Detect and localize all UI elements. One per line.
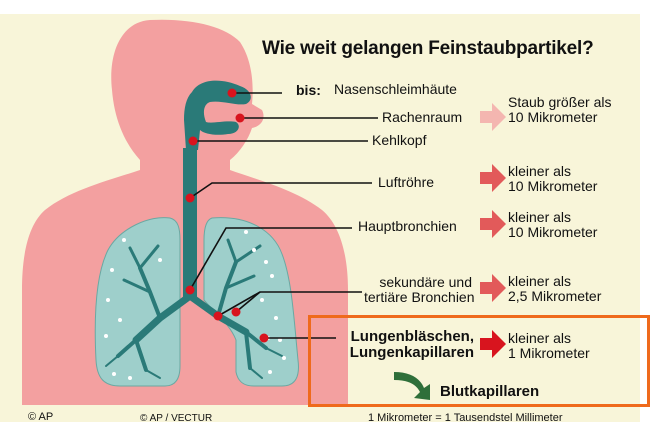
- copyright-ap-vectur: © AP / VECTUR: [140, 413, 212, 424]
- arrow-hauptbronchien: [480, 210, 506, 238]
- result-bronchien-2: 2,5 Mikrometer: [508, 289, 601, 304]
- result-luftroehre-2: 10 Mikrometer: [508, 179, 597, 194]
- copyright-ap: © AP: [28, 411, 53, 423]
- arrow-bronchien: [480, 274, 506, 302]
- label-luftroehre: Luftröhre: [378, 175, 434, 190]
- label-sekundaere-bronchien-1: sekundäre und: [364, 275, 472, 290]
- arrow-rachenraum: [480, 103, 506, 131]
- result-bronchien-1: kleiner als: [508, 274, 571, 289]
- result-rachenraum-2: 10 Mikrometer: [508, 110, 597, 125]
- result-hauptbronchien-1: kleiner als: [508, 210, 571, 225]
- result-luftroehre-1: kleiner als: [508, 164, 571, 179]
- trachea: [183, 148, 197, 298]
- bis-label: bis:: [296, 82, 321, 98]
- arrow-luftroehre: [480, 164, 506, 192]
- unit-note: 1 Mikrometer = 1 Tausendstel Millimeter: [368, 412, 563, 424]
- label-sekundaere-bronchien-2: tertiäre Bronchien: [364, 290, 472, 305]
- page-title: Wie weit gelangen Feinstaubpartikel?: [262, 38, 594, 60]
- result-hauptbronchien-2: 10 Mikrometer: [508, 225, 597, 240]
- label-kehlkopf: Kehlkopf: [372, 133, 426, 148]
- highlight-box: [308, 315, 650, 407]
- result-rachenraum-1: Staub größer als: [508, 95, 612, 110]
- label-hauptbronchien: Hauptbronchien: [358, 219, 457, 234]
- label-nasenschleimhaeute: Nasenschleimhäute: [334, 82, 457, 97]
- label-rachenraum: Rachenraum: [382, 110, 462, 125]
